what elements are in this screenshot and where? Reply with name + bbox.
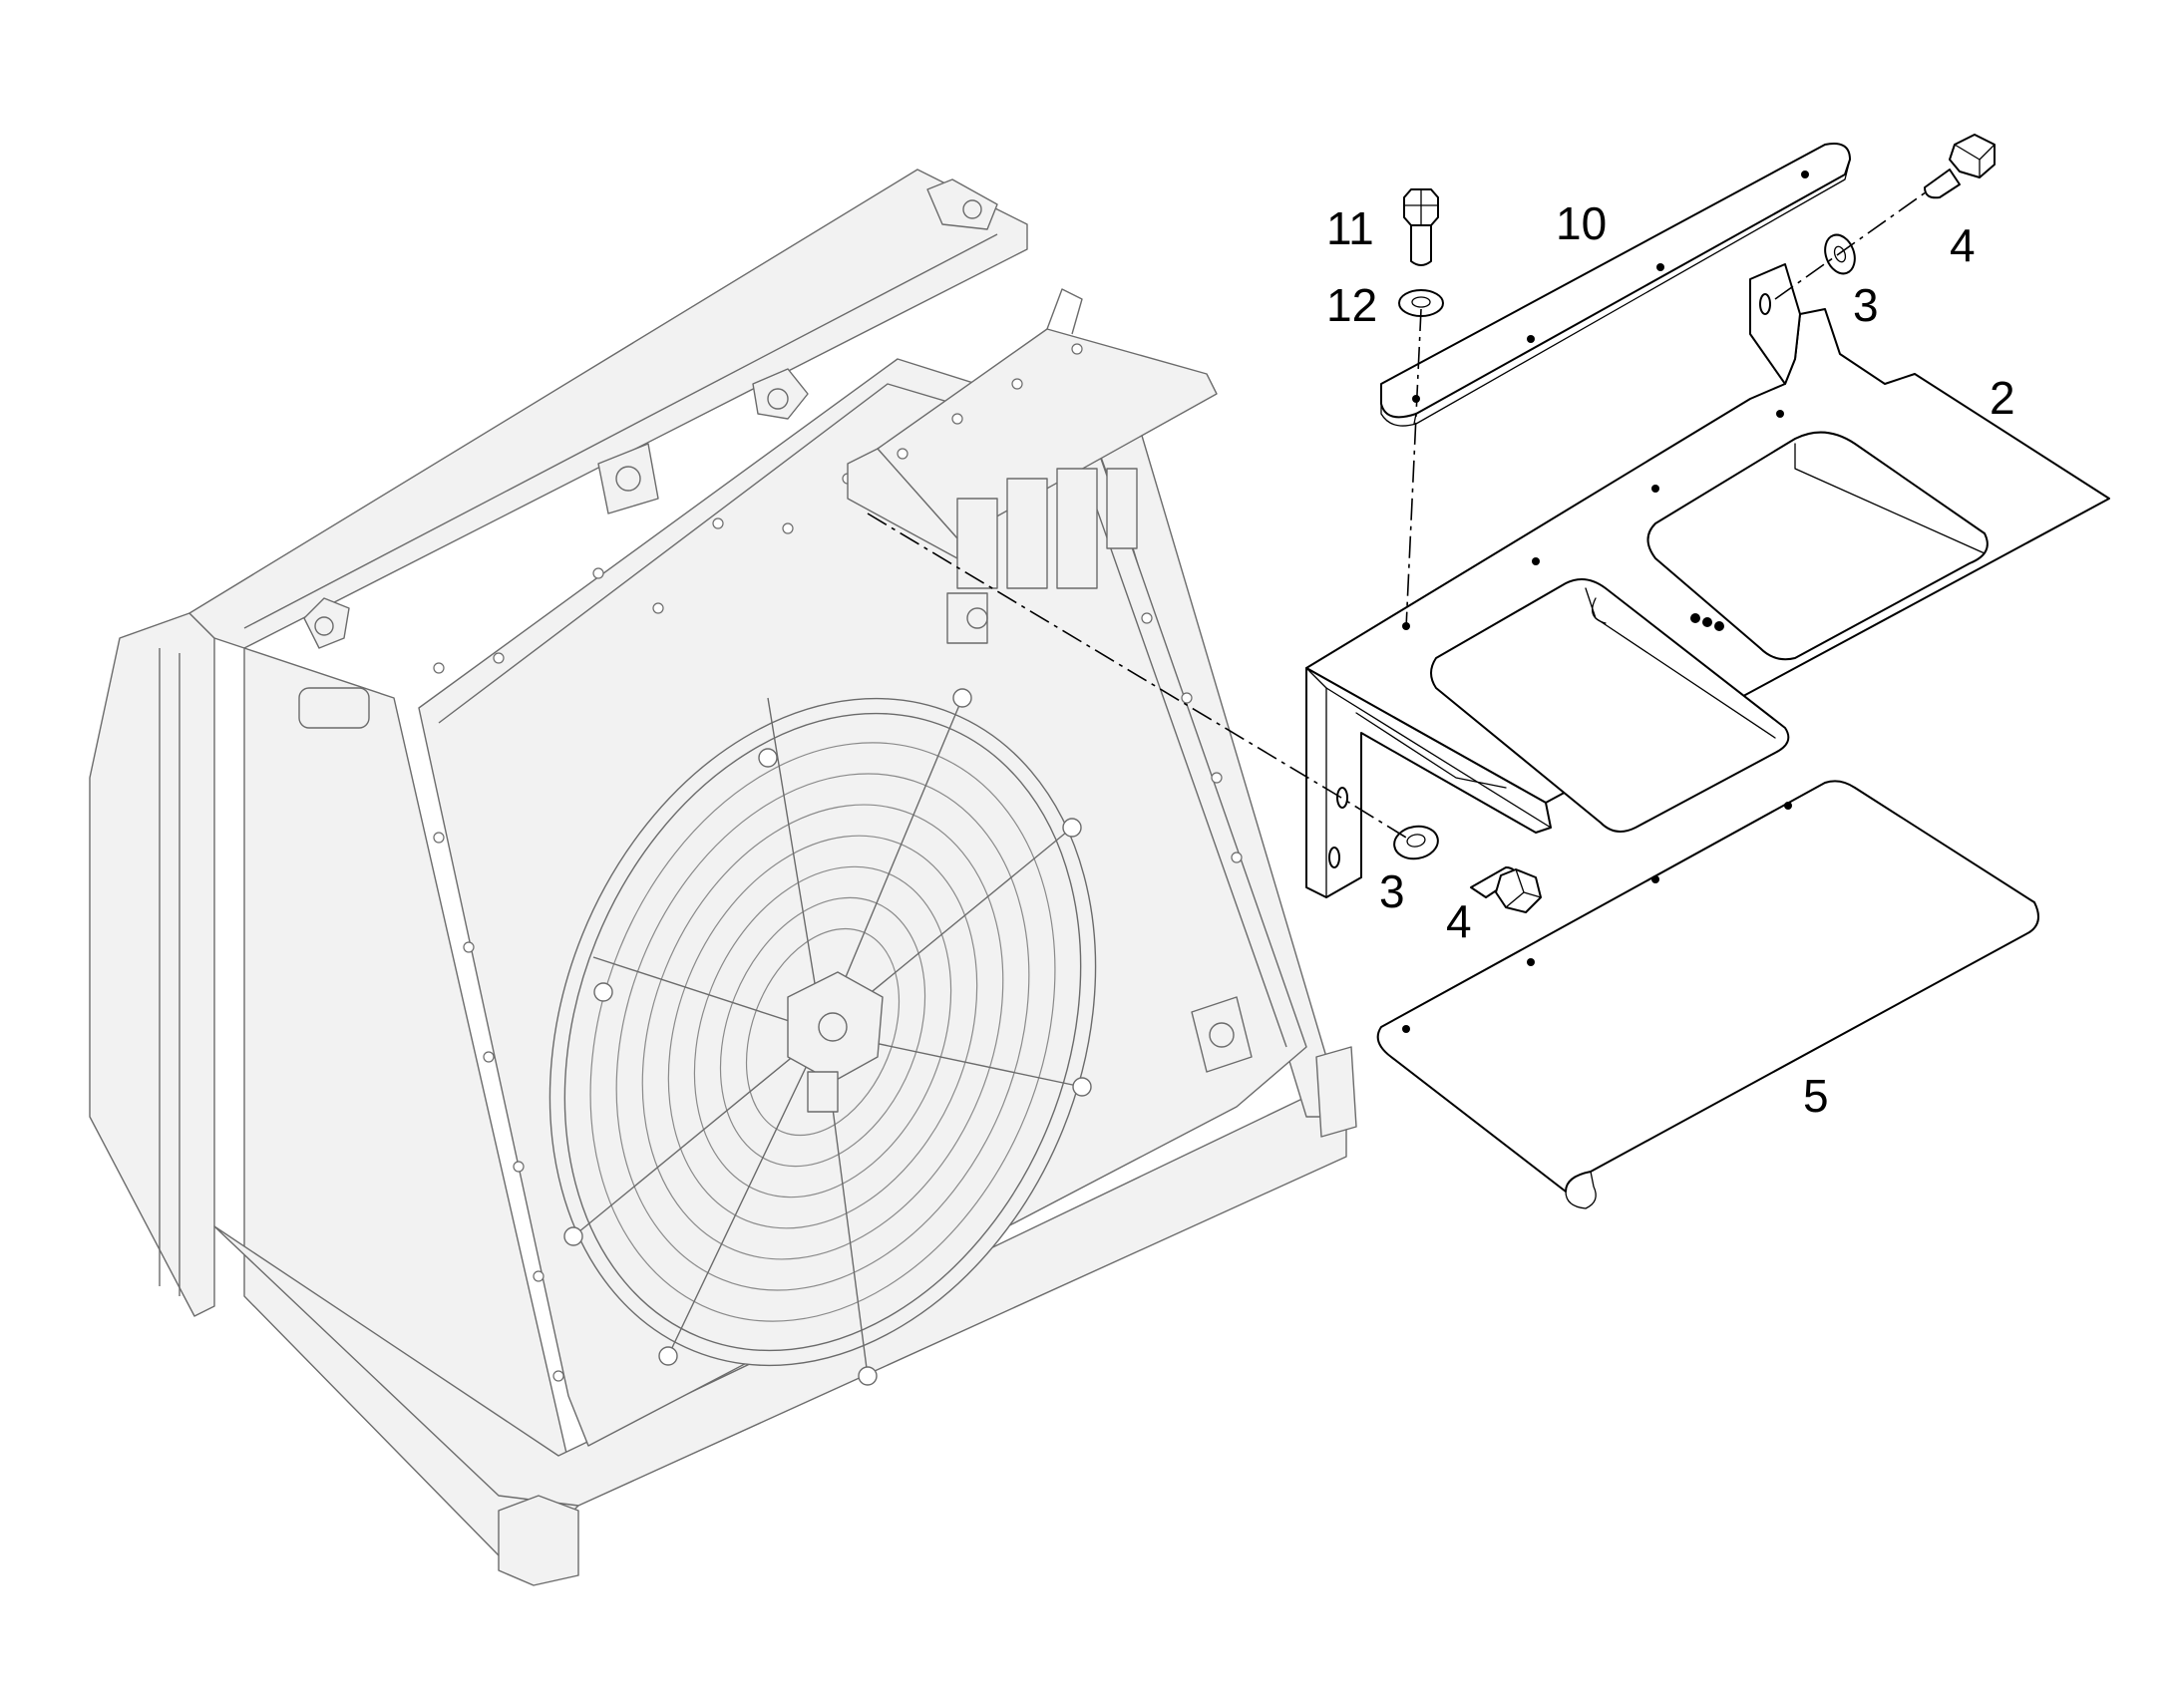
bracket-cutout-left	[1430, 578, 1790, 833]
part-11-bolt	[1403, 188, 1439, 266]
flange-plate-top	[597, 443, 659, 514]
callout-labels: 11 12 10 4 3 2 3 4 5	[1326, 197, 2015, 1122]
callout-3-top: 3	[1853, 279, 1879, 331]
part-3-washer-bottom	[1393, 825, 1439, 860]
flange-hole-2	[1328, 847, 1340, 868]
filter-canister-2	[1006, 478, 1048, 589]
assembly-centerlines	[867, 188, 1931, 839]
callout-5: 5	[1803, 1070, 1829, 1122]
part-5-cover-plate	[1376, 780, 2039, 1209]
filter-canister-1	[956, 498, 998, 589]
callout-3-bottom: 3	[1379, 865, 1405, 917]
lifting-lug-right	[926, 178, 998, 230]
part-3-washer-top	[1824, 233, 1856, 275]
part-2-bracket	[1305, 263, 2110, 898]
motor-connector	[807, 1071, 839, 1113]
part-4-bolt-bottom	[1470, 866, 1542, 913]
fan-motor-hub	[787, 971, 884, 1083]
strap-body	[1380, 143, 1851, 419]
mounted-bracket-on-radiator	[847, 288, 1218, 644]
corner-block-bottom-left	[498, 1495, 579, 1586]
lifting-lug-left	[303, 597, 350, 649]
callout-12: 12	[1326, 279, 1377, 331]
callout-4-top: 4	[1950, 219, 1976, 271]
cover-plate-body	[1376, 780, 2039, 1193]
filter-canister-3	[1056, 468, 1098, 589]
cover-plate-holes	[1402, 802, 1792, 1033]
bracket-front-flange	[1305, 667, 1552, 898]
flange-plate-right	[1191, 996, 1253, 1073]
callout-11: 11	[1326, 202, 1374, 254]
centerline-bolt-4-top	[1774, 188, 1931, 300]
callout-2: 2	[1990, 372, 2015, 424]
valve-block	[1106, 468, 1138, 549]
frame-left-side-panel	[89, 612, 215, 1317]
corner-block-bottom-right	[1315, 1046, 1357, 1138]
handle-slot	[298, 687, 370, 729]
part-4-bolt-top	[1924, 134, 1996, 199]
frame-top-rail	[188, 169, 1028, 649]
fan-guard	[548, 688, 1097, 1386]
flange-hole-1	[1336, 787, 1348, 809]
bracket-cutout-right	[1646, 431, 1989, 661]
rear-tab-hole	[1759, 293, 1771, 315]
callout-4-bottom: 4	[1446, 895, 1472, 947]
bracket-rear-tab	[1749, 263, 1801, 385]
callout-10: 10	[1556, 197, 1607, 249]
lifting-lug-middle	[752, 368, 809, 420]
centerline-bracket-to-radiator	[867, 512, 1407, 839]
centerline-bolt-11-to-bracket	[1405, 308, 1422, 629]
